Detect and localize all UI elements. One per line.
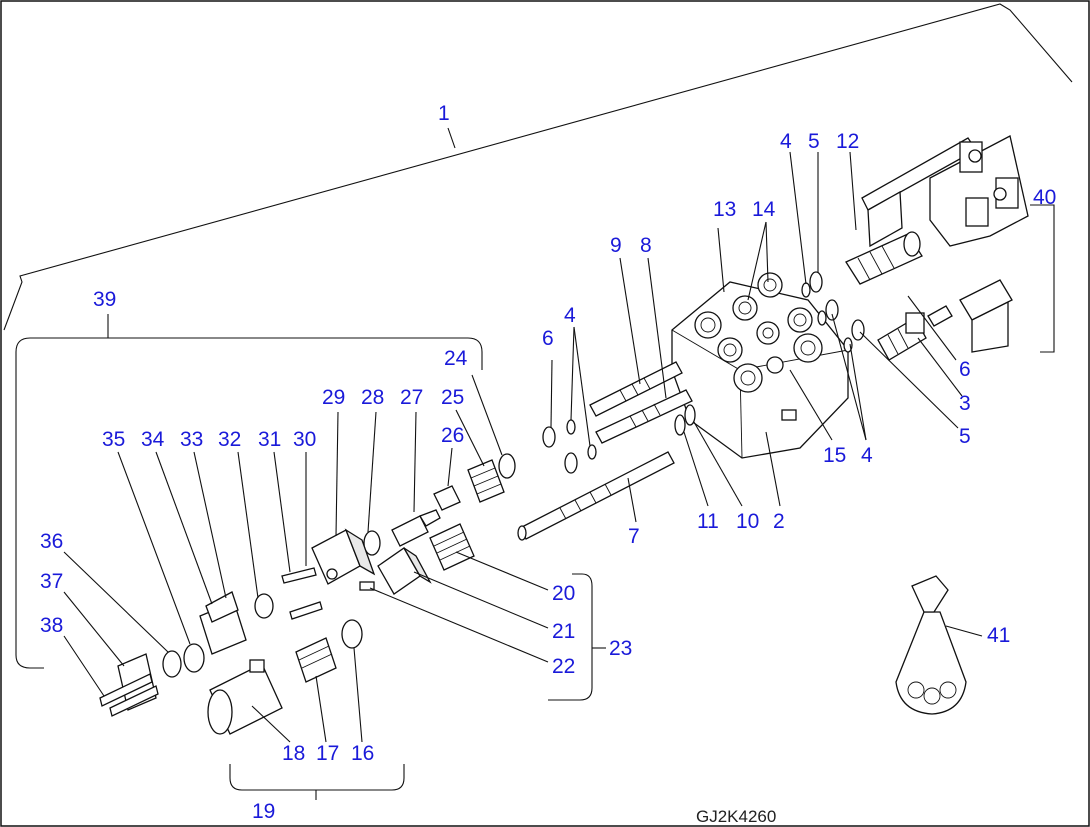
callout-4-top: 4 <box>780 130 792 153</box>
assembly-bracket-19 <box>229 764 405 791</box>
spring-20 <box>429 523 475 571</box>
retainer-27 <box>391 509 441 547</box>
body-21 <box>359 547 432 595</box>
relief-valve-12 <box>845 231 923 285</box>
o-ring-28 <box>363 530 381 556</box>
assembly-bracket-1 <box>3 3 1073 331</box>
washer-32 <box>254 593 274 619</box>
callout-20: 20 <box>552 582 575 605</box>
callout-38: 38 <box>40 614 63 637</box>
callout-7: 7 <box>628 525 640 548</box>
spring-17 <box>295 637 337 683</box>
callout-23: 23 <box>609 637 632 660</box>
callout-13: 13 <box>713 198 736 221</box>
bracket-assembly-40 <box>861 135 1029 353</box>
leader-lines <box>63 151 983 743</box>
washer-16 <box>341 619 363 649</box>
callout-22: 22 <box>552 655 575 678</box>
washer-24 <box>498 453 516 479</box>
callout-11: 11 <box>697 510 719 533</box>
seals-right <box>801 271 865 353</box>
assembly-bracket-39 <box>15 337 483 669</box>
callout-35: 35 <box>102 428 125 451</box>
callout-30: 30 <box>293 428 316 451</box>
cover-29 <box>311 528 376 585</box>
callout-31: 31 <box>258 428 281 451</box>
callout-40: 40 <box>1033 186 1056 209</box>
callout-16: 16 <box>351 742 374 765</box>
callout-26: 26 <box>441 424 464 447</box>
callout-41: 41 <box>987 624 1010 647</box>
callout-32: 32 <box>218 428 241 451</box>
callout-39: 39 <box>93 288 116 311</box>
callout-14: 14 <box>752 198 776 221</box>
seals-left <box>542 404 696 474</box>
callout-10: 10 <box>736 510 759 533</box>
plug-6 <box>927 305 953 327</box>
callout-33: 33 <box>180 428 203 451</box>
bolts-30-31 <box>281 567 323 620</box>
valve-3 <box>877 312 927 361</box>
callout-5-top: 5 <box>808 130 820 153</box>
bag-41 <box>895 575 967 715</box>
callout-21: 21 <box>552 620 575 643</box>
assembly-bracket-23 <box>548 573 593 701</box>
callout-6-right: 6 <box>959 358 971 381</box>
callout-28: 28 <box>361 386 384 409</box>
callout-24: 24 <box>444 347 468 370</box>
callout-17: 17 <box>316 742 339 765</box>
callout-4-left: 4 <box>564 304 576 327</box>
callout-2: 2 <box>773 510 785 533</box>
callout-18: 18 <box>282 742 305 765</box>
callout-12: 12 <box>836 130 859 153</box>
callout-29: 29 <box>322 386 345 409</box>
callout-27: 27 <box>400 386 423 409</box>
drawing-code: GJ2K4260 <box>696 807 776 826</box>
spool-7 <box>517 451 675 541</box>
callout-34: 34 <box>141 428 165 451</box>
bolts-38 <box>99 673 159 717</box>
callout-36: 36 <box>40 530 63 553</box>
callout-37: 37 <box>40 570 63 593</box>
valve-body <box>671 272 849 459</box>
solenoid-18 <box>207 659 283 735</box>
callout-4-right: 4 <box>861 444 873 467</box>
callout-19: 19 <box>252 800 275 823</box>
spacer-26 <box>433 485 461 511</box>
callout-1: 1 <box>438 102 450 125</box>
callout-6-left: 6 <box>542 327 554 350</box>
callout-5-right: 5 <box>959 425 971 448</box>
spool-9 <box>589 361 683 417</box>
callout-8: 8 <box>640 234 652 257</box>
assembly-bracket-40 <box>1030 204 1055 353</box>
callouts: 1 2 3 4 4 4 5 5 6 6 7 8 9 10 11 12 13 14… <box>40 102 1056 823</box>
callout-9: 9 <box>610 234 622 257</box>
spring-25 <box>467 459 505 503</box>
callout-15: 15 <box>823 444 846 467</box>
ring-36 <box>162 650 182 678</box>
callout-3: 3 <box>959 392 971 415</box>
spool-8 <box>595 389 693 444</box>
callout-25: 25 <box>441 386 464 409</box>
solenoid-33-34-35 <box>183 591 247 673</box>
